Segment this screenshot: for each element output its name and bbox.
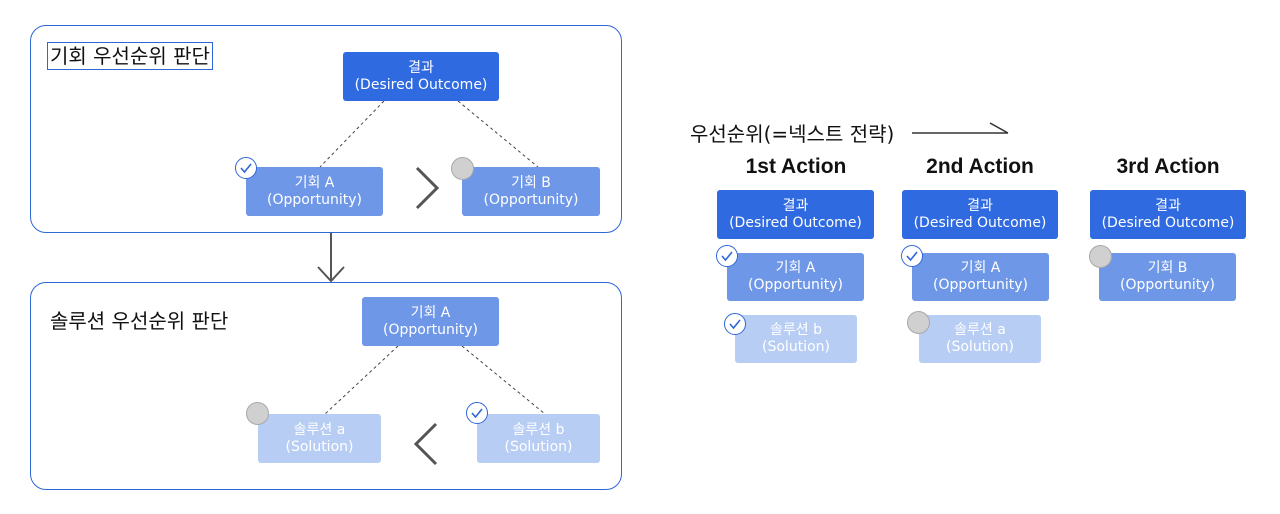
- greater-than-icon: [415, 166, 440, 210]
- opportunity-b-label: 기회 B: [511, 174, 551, 191]
- solution-b-sublabel: (Solution): [504, 438, 573, 455]
- check-icon: [724, 313, 746, 335]
- down-arrow-icon: [317, 233, 345, 283]
- unchecked-dot-icon: [907, 311, 930, 334]
- action-1-opportunity-label: 기회 A: [775, 260, 816, 276]
- solution-b-label: 솔루션 b: [512, 421, 565, 438]
- solution-a-label: 솔루션 a: [293, 421, 346, 438]
- opportunity-a-label: 기회 A: [294, 174, 335, 191]
- solution-a-sublabel: (Solution): [285, 438, 354, 455]
- action-1-outcome-label: 결과: [782, 197, 809, 214]
- action-2-opportunity-box: 기회 A (Opportunity): [912, 253, 1049, 301]
- action-3-outcome-box: 결과 (Desired Outcome): [1090, 190, 1246, 239]
- solution-b-box: 솔루션 b (Solution): [477, 414, 600, 463]
- action-2-solution-box: 솔루션 a (Solution): [919, 315, 1041, 363]
- opportunity-b-sublabel: (Opportunity): [483, 191, 579, 208]
- unchecked-dot-icon: [451, 157, 474, 180]
- action-3-outcome-label: 결과: [1155, 197, 1181, 214]
- opportunity-a-sublabel: (Opportunity): [267, 191, 362, 208]
- solution-panel-opportunity-box: 기회 A (Opportunity): [362, 297, 499, 346]
- solution-panel-title: 솔루션 우선순위 판단: [50, 309, 229, 333]
- strategy-label: 우선순위(=넥스트 전략): [690, 122, 895, 146]
- action-1-solution-sublabel: (Solution): [762, 339, 830, 355]
- outcome-sublabel: (Desired Outcome): [354, 76, 488, 93]
- action-2-opportunity-label: 기회 A: [960, 260, 1001, 276]
- action-1-outcome-sublabel: (Desired Outcome): [729, 214, 862, 231]
- action-1-opportunity-sublabel: (Opportunity): [748, 277, 843, 293]
- action-heading-2: 2nd Action: [926, 155, 1034, 178]
- action-2-outcome-sublabel: (Desired Outcome): [913, 214, 1047, 231]
- check-icon: [716, 245, 738, 267]
- action-3-opportunity-box: 기회 B (Opportunity): [1099, 253, 1236, 301]
- check-icon: [901, 245, 923, 267]
- check-icon: [235, 157, 257, 179]
- action-1-solution-box: 솔루션 b (Solution): [735, 315, 857, 363]
- action-2-opportunity-sublabel: (Opportunity): [933, 277, 1028, 293]
- opp-to-sol-a-line: [324, 345, 399, 415]
- opportunity-panel-title: 기회 우선순위 판단: [47, 42, 213, 70]
- desired-outcome-box: 결과 (Desired Outcome): [343, 52, 499, 101]
- action-1-outcome-box: 결과 (Desired Outcome): [717, 190, 874, 239]
- opportunity-b-box: 기회 B (Opportunity): [462, 167, 600, 216]
- action-3-opportunity-sublabel: (Opportunity): [1120, 277, 1215, 293]
- outcome-to-opp-b-line: [457, 100, 539, 168]
- outcome-label: 결과: [408, 59, 434, 76]
- action-1-solution-label: 솔루션 b: [770, 322, 822, 338]
- action-heading-3: 3rd Action: [1116, 155, 1220, 178]
- action-heading-1: 1st Action: [745, 155, 847, 178]
- action-1-opportunity-box: 기회 A (Opportunity): [727, 253, 864, 301]
- unchecked-dot-icon: [1089, 245, 1112, 268]
- check-icon: [466, 402, 488, 424]
- solution-panel-opportunity-sublabel: (Opportunity): [383, 321, 478, 338]
- unchecked-dot-icon: [246, 402, 269, 425]
- solution-panel-opportunity-label: 기회 A: [410, 304, 451, 321]
- solution-a-box: 솔루션 a (Solution): [258, 414, 381, 463]
- action-3-outcome-sublabel: (Desired Outcome): [1101, 214, 1235, 231]
- action-2-solution-label: 솔루션 a: [954, 322, 1006, 338]
- action-2-outcome-label: 결과: [967, 197, 993, 214]
- action-3-opportunity-label: 기회 B: [1147, 260, 1188, 276]
- outcome-to-opp-a-line: [319, 100, 385, 168]
- right-arrow-icon: [912, 122, 1009, 134]
- action-2-solution-sublabel: (Solution): [946, 339, 1014, 355]
- action-2-outcome-box: 결과 (Desired Outcome): [902, 190, 1058, 239]
- less-than-icon: [413, 422, 438, 466]
- opportunity-a-box: 기회 A (Opportunity): [246, 167, 383, 216]
